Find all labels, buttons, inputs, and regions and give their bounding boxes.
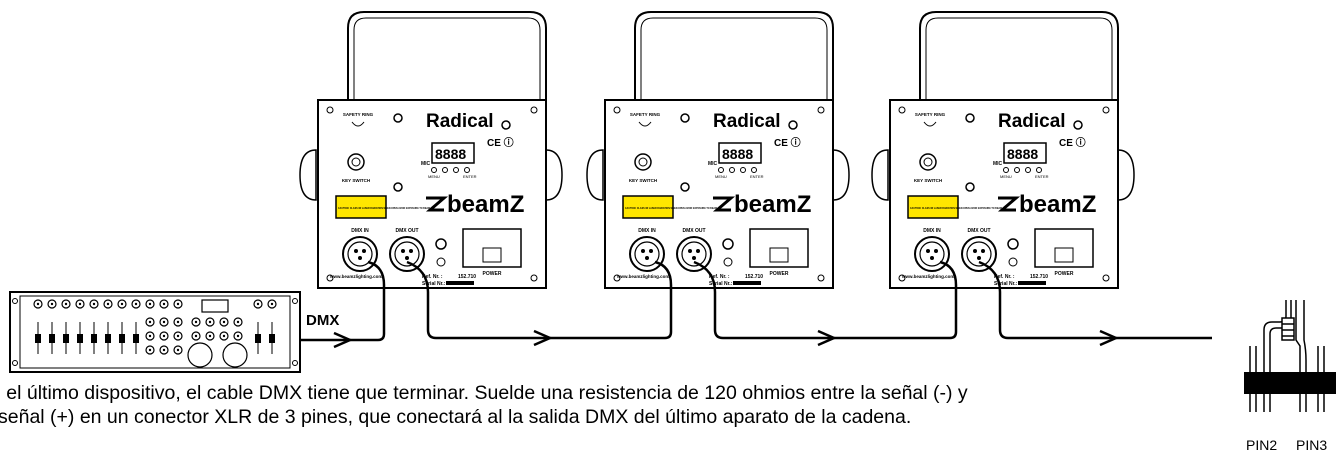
menu-label: MENU <box>428 174 440 179</box>
ref-number-label: Ref. Nr. : <box>422 274 443 280</box>
fixture-brand-name: Radical <box>426 111 494 132</box>
dmx-cable-controller-to-fixture-1 <box>300 260 386 342</box>
caution-text: CAUTION: CLASS 3R LASER RADIATION WHEN O… <box>910 207 1002 210</box>
power-label: POWER <box>770 271 789 277</box>
key-switch-label: KEY SWITCH <box>914 178 942 183</box>
dmx-in-label: DMX IN <box>638 228 656 234</box>
dmx-out-label: DMX OUT <box>967 228 990 234</box>
ref-number-label: Ref. Nr. : <box>994 274 1015 280</box>
dmx-controller <box>9 291 301 373</box>
website-label: www.beamzlighting.com <box>901 274 954 279</box>
caption-line-1: n el último dispositivo, el cable DMX ti… <box>0 382 968 404</box>
dmx-out-connector <box>961 236 997 272</box>
led-display <box>431 142 475 164</box>
mic-label: MIC <box>421 161 431 167</box>
dmx-out-connector <box>389 236 425 272</box>
laser-fixture-1: SAFETY RING Radical CE ⓘ MIC 8888 MENU E… <box>299 11 563 289</box>
dmx-out-label: DMX OUT <box>395 228 418 234</box>
menu-label: MENU <box>1000 174 1012 179</box>
fixture-brand-name: Radical <box>713 111 781 132</box>
key-switch-label: KEY SWITCH <box>629 178 657 183</box>
enter-label: ENTER <box>1035 174 1049 179</box>
ce-mark: CE ⓘ <box>1059 136 1086 149</box>
svg-text:8888: 8888 <box>435 146 466 162</box>
dmx-arrow-icon <box>333 331 354 349</box>
enter-label: ENTER <box>463 174 477 179</box>
brand-logo: beamZ <box>734 191 811 218</box>
termination-instructions: n el último dispositivo, el cable DMX ti… <box>0 381 1230 429</box>
caution-text: CAUTION: CLASS 3R LASER RADIATION WHEN O… <box>625 207 717 210</box>
hanging-bracket <box>347 11 547 108</box>
controller-jog-wheel-left <box>187 342 213 368</box>
dmx-in-label: DMX IN <box>923 228 941 234</box>
svg-text:8888: 8888 <box>1007 146 1038 162</box>
safety-ring-label: SAFETY RING <box>343 112 374 117</box>
laser-fixture-2: SAFETY RING Radical CE ⓘ MIC 8888 MENU E… <box>586 11 850 289</box>
serial-number-label: Serial Nr.: <box>422 281 446 287</box>
caution-label <box>335 195 387 219</box>
fixture-brand-name: Radical <box>998 111 1066 132</box>
key-switch <box>919 153 937 171</box>
dmx-arrow-icon <box>1099 329 1120 347</box>
caution-text: CAUTION: CLASS 3R LASER RADIATION WHEN O… <box>338 207 430 210</box>
xlr-terminator <box>1249 300 1325 412</box>
dmx-out-label: DMX OUT <box>682 228 705 234</box>
laser-fixture-3: SAFETY RING Radical CE ⓘ MIC 8888 MENU E… <box>871 11 1135 289</box>
serial-number-label: Serial Nr.: <box>709 281 733 287</box>
dmx-arrow-icon <box>533 329 554 347</box>
mic-label: MIC <box>993 161 1003 167</box>
caption-line-2: señal (+) en un conector XLR de 3 pines,… <box>0 406 912 428</box>
safety-ring-label: SAFETY RING <box>630 112 661 117</box>
pin3-label: PIN3 <box>1296 437 1327 452</box>
dmx-arrow-icon <box>817 329 838 347</box>
enter-label: ENTER <box>750 174 764 179</box>
controller-display <box>201 299 229 313</box>
ref-number-label: Ref. Nr. : <box>709 274 730 280</box>
serial-number-label: Serial Nr.: <box>994 281 1018 287</box>
dmx-cable-fixture-3-output <box>978 260 1212 340</box>
key-switch <box>347 153 365 171</box>
dmx-out-connector <box>676 236 712 272</box>
key-switch <box>634 153 652 171</box>
dmx-in-connector <box>342 236 378 272</box>
ce-mark: CE ⓘ <box>487 136 514 149</box>
dmx-in-connector <box>914 236 950 272</box>
dmx-in-label: DMX IN <box>351 228 369 234</box>
mic-label: MIC <box>708 161 718 167</box>
led-display <box>718 142 762 164</box>
led-display <box>1003 142 1047 164</box>
ref-number-value: 152.710 <box>745 274 763 280</box>
website-label: www.beamzlighting.com <box>329 274 382 279</box>
power-label: POWER <box>1055 271 1074 277</box>
terminator-heatshrink <box>1244 372 1336 394</box>
caution-label <box>622 195 674 219</box>
hanging-bracket <box>919 11 1119 108</box>
power-label: POWER <box>483 271 502 277</box>
hanging-bracket <box>634 11 834 108</box>
svg-text:8888: 8888 <box>722 146 753 162</box>
controller-jog-wheel-right <box>222 342 248 368</box>
website-label: www.beamzlighting.com <box>616 274 669 279</box>
brand-logo: beamZ <box>1019 191 1096 218</box>
pin2-label: PIN2 <box>1246 437 1277 452</box>
key-switch-label: KEY SWITCH <box>342 178 370 183</box>
dmx-in-connector <box>629 236 665 272</box>
brand-logo: beamZ <box>447 191 524 218</box>
caution-label <box>907 195 959 219</box>
ce-mark: CE ⓘ <box>774 136 801 149</box>
menu-label: MENU <box>715 174 727 179</box>
safety-ring-label: SAFETY RING <box>915 112 946 117</box>
dmx-signal-label: DMX <box>306 312 339 329</box>
ref-number-value: 152.710 <box>458 274 476 280</box>
ref-number-value: 152.710 <box>1030 274 1048 280</box>
